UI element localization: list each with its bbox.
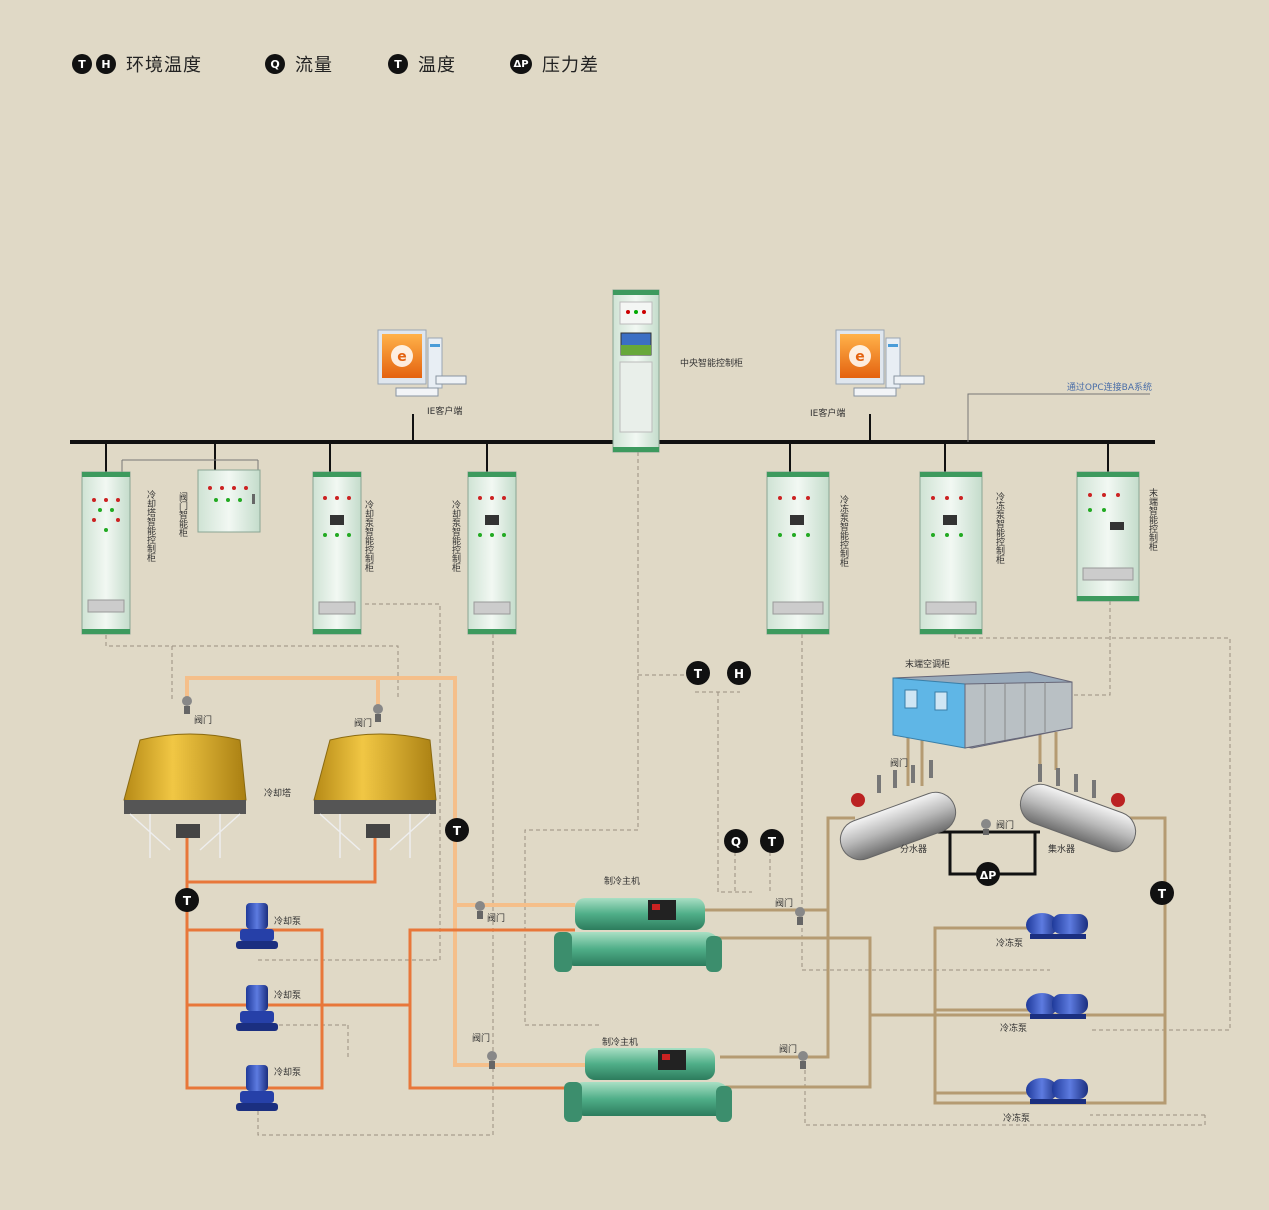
chilled-pump-label: 冷冻泵 xyxy=(996,937,1023,949)
cooling-tower-1[interactable] xyxy=(123,733,247,858)
flow-sensor[interactable]: Q xyxy=(724,829,748,853)
terminal-cabinet-label: 末端智能控制柜 xyxy=(1147,487,1158,552)
svg-text:e: e xyxy=(397,349,407,365)
valve-icon[interactable] xyxy=(373,704,383,722)
cooling-pump-control-cabinet-1[interactable] xyxy=(312,471,362,635)
valve-label: 阀门 xyxy=(996,819,1014,831)
pressure-diff-sensor[interactable]: ΔP xyxy=(976,862,1000,886)
svg-text:T: T xyxy=(453,824,462,838)
cooling-pump-3[interactable] xyxy=(236,1065,278,1111)
svg-text:ΔP: ΔP xyxy=(980,869,997,882)
cooling-pump-label: 冷却泵 xyxy=(274,915,301,927)
cooling-pump-1[interactable] xyxy=(236,903,278,949)
cooling-supply-pipes xyxy=(185,676,585,1067)
legend-label: 温度 xyxy=(418,55,456,76)
chiller-1[interactable] xyxy=(554,898,722,972)
cooling-tower-cabinet-label: 冷却塔智能控制柜 xyxy=(145,489,156,563)
valve-icon[interactable] xyxy=(798,1051,808,1069)
legend-label: 流量 xyxy=(295,55,333,76)
cooling-tower-label: 冷却塔 xyxy=(264,787,291,799)
valve-icon[interactable] xyxy=(475,901,485,919)
ie-client-right-label: IE客户端 xyxy=(810,407,845,419)
svg-text:Q: Q xyxy=(731,835,741,849)
valve-label: 阀门 xyxy=(890,757,908,769)
chilled-pump-label: 冷冻泵 xyxy=(1000,1022,1027,1034)
svg-text:e: e xyxy=(855,349,865,365)
valve-label: 阀门 xyxy=(775,897,793,909)
temperature-sensor[interactable]: T xyxy=(1150,881,1174,905)
ie-client-left-computer-icon[interactable]: e xyxy=(377,329,467,397)
water-collector[interactable] xyxy=(1015,764,1141,857)
chilled-pump-control-cabinet-1[interactable] xyxy=(766,471,830,635)
collector-label: 集水器 xyxy=(1048,843,1075,855)
valve-label: 阀门 xyxy=(354,717,372,729)
cooling-pump-cabinet-1-label: 冷却泵智能控制柜 xyxy=(363,499,374,573)
flow-symbol-icon: Q xyxy=(265,54,285,74)
cooling-tower-2[interactable] xyxy=(313,733,437,858)
ie-client-left-label: IE客户端 xyxy=(427,405,462,417)
valve-cabinet-label: 阀门智能柜 xyxy=(177,492,188,538)
chiller-2[interactable] xyxy=(564,1048,732,1122)
control-wiring xyxy=(105,452,1231,1136)
temperature-symbol-icon: T xyxy=(388,54,408,74)
valve-label: 阀门 xyxy=(487,912,505,924)
chilled-pump-control-cabinet-2[interactable] xyxy=(919,471,983,635)
humidity-sensor[interactable]: H xyxy=(727,661,751,685)
legend-label: 环境温度 xyxy=(126,55,202,76)
cooling-pump-control-cabinet-2[interactable] xyxy=(467,471,517,635)
chilled-pump-cabinet-1-label: 冷冻泵智能控制柜 xyxy=(838,494,849,568)
distributor-label: 分水器 xyxy=(900,843,927,855)
ie-client-right-computer-icon[interactable]: e xyxy=(835,329,925,397)
cooling-pump-cabinet-2-label: 冷却泵智能控制柜 xyxy=(450,499,461,573)
valve-icon[interactable] xyxy=(487,1051,497,1069)
ahu-label: 末端空调柜 xyxy=(905,658,950,670)
pressure-diff-symbol-icon: ΔP xyxy=(510,54,532,74)
chilled-pump-2[interactable] xyxy=(1026,993,1088,1019)
water-distributor[interactable] xyxy=(835,760,961,865)
chilled-pump-1[interactable] xyxy=(1026,913,1088,939)
terminal-control-cabinet[interactable] xyxy=(1076,471,1140,602)
temperature-sensor[interactable]: T xyxy=(175,888,199,912)
central-control-cabinet[interactable] xyxy=(612,289,660,453)
svg-text:T: T xyxy=(1158,887,1167,901)
svg-text:T: T xyxy=(768,835,777,849)
chiller-label: 制冷主机 xyxy=(602,1036,638,1048)
legend-pressure: ΔP 压力差 xyxy=(510,50,599,78)
valve-label: 阀门 xyxy=(194,714,212,726)
humidity-symbol-icon: H xyxy=(96,54,116,74)
temperature-sensor[interactable]: T xyxy=(686,661,710,685)
temperature-symbol-icon: T xyxy=(72,54,92,74)
temperature-sensor[interactable]: T xyxy=(760,829,784,853)
cooling-pump-2[interactable] xyxy=(236,985,278,1031)
temperature-sensor[interactable]: T xyxy=(445,818,469,842)
svg-text:T: T xyxy=(183,894,192,908)
valve-icon[interactable] xyxy=(981,819,991,835)
central-cabinet-label: 中央智能控制柜 xyxy=(680,357,743,369)
svg-text:T: T xyxy=(694,667,703,681)
terminal-ahu[interactable] xyxy=(892,671,1073,749)
cooling-pump-label: 冷却泵 xyxy=(274,1066,301,1078)
valve-icon[interactable] xyxy=(182,696,192,714)
legend-flow: Q 流量 xyxy=(265,50,333,78)
svg-text:H: H xyxy=(734,667,744,681)
chiller-label: 制冷主机 xyxy=(604,875,640,887)
valve-label: 阀门 xyxy=(779,1043,797,1055)
valve-icon[interactable] xyxy=(795,907,805,925)
cooling-tower-control-cabinet[interactable] xyxy=(81,471,131,635)
valve-control-cabinet[interactable] xyxy=(197,469,261,533)
legend-label: 压力差 xyxy=(542,55,599,76)
valve-label: 阀门 xyxy=(472,1032,490,1044)
legend-temp: T 温度 xyxy=(388,50,456,78)
legend-env-temp: T H 环境温度 xyxy=(72,50,202,78)
opc-note: 通过OPC连接BA系统 xyxy=(1067,381,1152,393)
chilled-pump-label: 冷冻泵 xyxy=(1003,1112,1030,1124)
chilled-pump-3[interactable] xyxy=(1026,1078,1088,1104)
chilled-pump-cabinet-2-label: 冷冻泵智能控制柜 xyxy=(994,491,1005,565)
cooling-pump-label: 冷却泵 xyxy=(274,989,301,1001)
